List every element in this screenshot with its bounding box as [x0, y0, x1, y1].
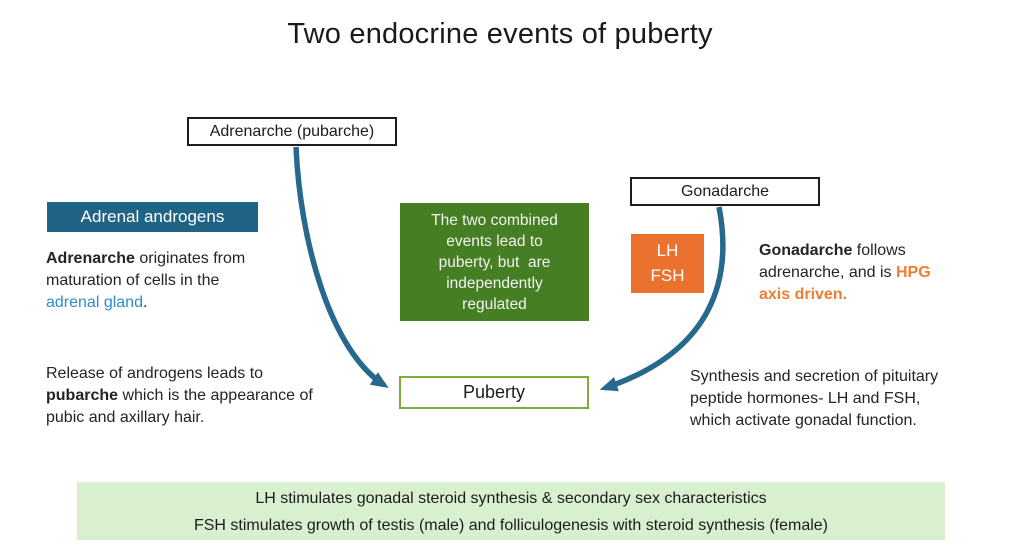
gonadarche-node: Gonadarche: [630, 177, 820, 206]
puberty-node-label: Puberty: [462, 382, 526, 402]
adrenarche-to-puberty-arrow: [293, 146, 389, 389]
adrenal-androgens-label: Adrenal androgens: [80, 207, 225, 226]
puberty-node: Puberty: [399, 376, 589, 409]
slide-title: Two endocrine events of puberty: [287, 18, 713, 50]
adrenal-androgens-node: Adrenal androgens: [47, 202, 258, 232]
hormone-summary-banner: LH stimulates gonadal steroid synthesis …: [77, 482, 945, 540]
adrenarche-node-label: Adrenarche (pubarche): [209, 122, 375, 140]
gonadarche-node-label: Gonadarche: [680, 182, 770, 200]
adrenarche-node: Adrenarche (pubarche): [187, 117, 397, 146]
